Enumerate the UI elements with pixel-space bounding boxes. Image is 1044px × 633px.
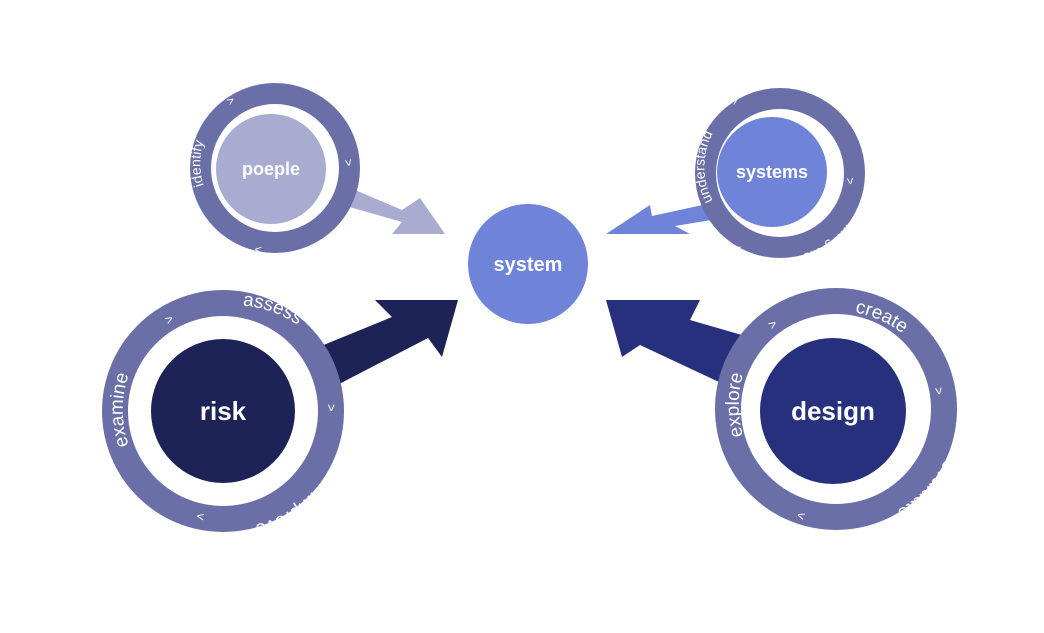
chevron-icon: >	[732, 241, 743, 257]
risk-circle	[151, 339, 295, 483]
cycle-risk: risk assess improve examine > > >	[102, 290, 344, 540]
chevron-icon: >	[341, 158, 356, 167]
chevron-icon: >	[195, 509, 205, 525]
chevron-icon: >	[843, 177, 858, 185]
risk-label: risk	[200, 396, 247, 426]
cycle-systems: systems organise integrate understand > …	[691, 79, 865, 267]
chevron-icon: >	[254, 242, 262, 257]
chevron-icon: >	[931, 386, 947, 396]
center-label: system	[494, 254, 563, 276]
design-label: design	[791, 396, 875, 426]
poeple-circle	[216, 114, 326, 224]
center-node: system	[468, 204, 588, 324]
design-circle	[760, 338, 906, 484]
cycle-poeple: poeple locate situate identify > > >	[187, 67, 360, 270]
systems-label: systems	[736, 162, 808, 182]
center-circle	[468, 204, 588, 324]
poeple-label: poeple	[242, 159, 300, 179]
systems-circle	[717, 117, 827, 227]
chevron-icon: >	[324, 404, 339, 412]
cycle-design: design create evaluate explore > > >	[715, 288, 960, 530]
